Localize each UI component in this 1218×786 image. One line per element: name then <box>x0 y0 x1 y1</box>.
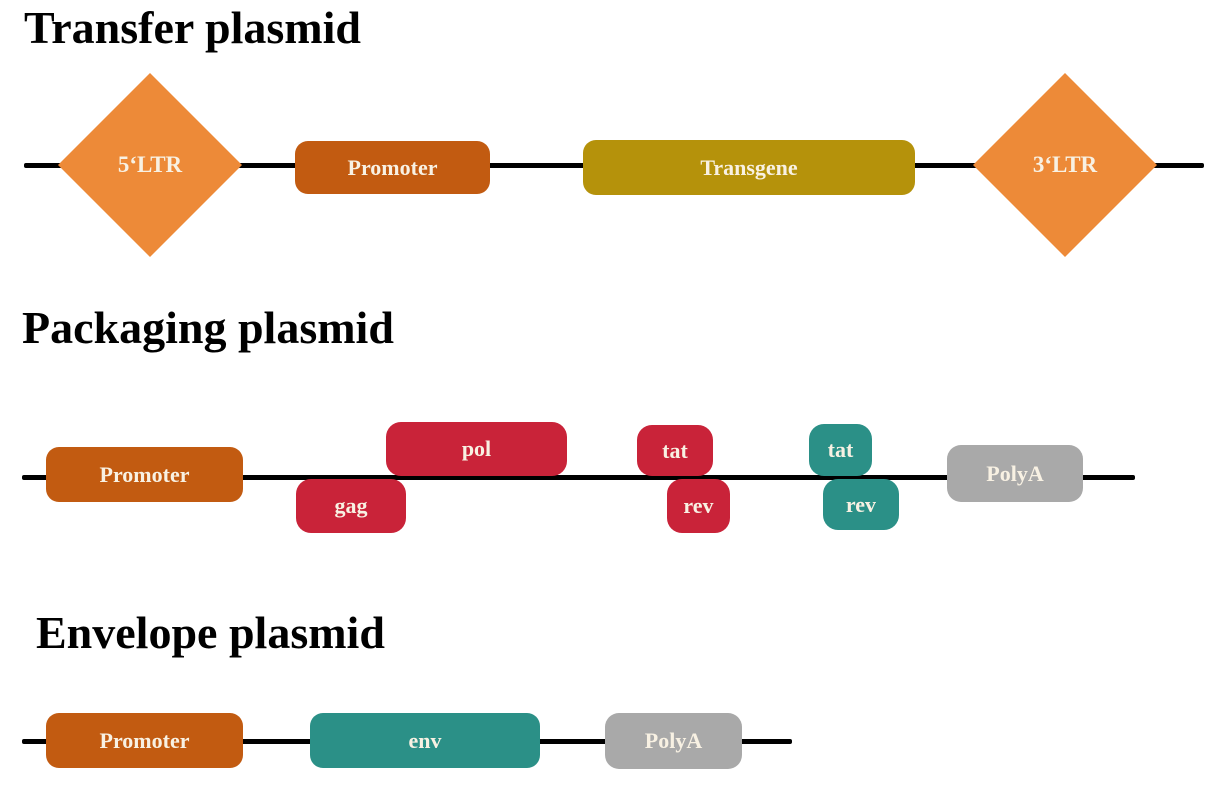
segment-3ltr-diamond: 3‘LTR <box>973 73 1157 257</box>
segment-packaging-polya: PolyA <box>947 445 1083 502</box>
envelope-plasmid-title: Envelope plasmid <box>36 607 385 658</box>
segment-tat-crimson: tat <box>637 425 713 476</box>
packaging-plasmid-title: Packaging plasmid <box>22 302 394 353</box>
segment-envelope-polya-label: PolyA <box>644 728 703 753</box>
segment-transfer-promoter-label: Promoter <box>347 154 438 180</box>
segment-rev-teal-label: rev <box>845 491 877 517</box>
segment-env: env <box>310 713 540 768</box>
segment-envelope-polya: PolyA <box>605 713 742 769</box>
segment-packaging-polya-label: PolyA <box>986 460 1044 486</box>
transfer-plasmid-title: Transfer plasmid <box>24 2 361 53</box>
segment-packaging-promoter: Promoter <box>46 447 243 502</box>
segment-transfer-promoter: Promoter <box>295 141 490 194</box>
segment-env-label: env <box>408 727 442 753</box>
segment-rev-crimson: rev <box>667 479 730 533</box>
segment-pol: pol <box>386 422 567 476</box>
segment-rev-teal: rev <box>823 479 899 530</box>
segment-tat-teal: tat <box>809 424 872 476</box>
segment-pol-label: pol <box>461 436 492 461</box>
segment-envelope-promoter-label: Promoter <box>99 727 190 753</box>
segment-3ltr-label: 3‘LTR <box>1032 152 1098 177</box>
segment-tat-crimson-label: tat <box>662 437 688 463</box>
segment-tat-teal-label: tat <box>827 437 854 462</box>
segment-gag: gag <box>296 479 406 533</box>
segment-rev-crimson-label: rev <box>683 493 714 518</box>
segment-transgene-label: Transgene <box>700 154 798 180</box>
segment-envelope-promoter: Promoter <box>46 713 243 768</box>
packaging-backbone-line <box>22 475 1135 480</box>
segment-5ltr-label: 5‘LTR <box>117 152 183 177</box>
segment-transgene: Transgene <box>583 140 915 195</box>
segment-packaging-promoter-label: Promoter <box>99 461 190 487</box>
segment-5ltr-diamond: 5‘LTR <box>58 73 242 257</box>
segment-gag-label: gag <box>334 493 368 518</box>
